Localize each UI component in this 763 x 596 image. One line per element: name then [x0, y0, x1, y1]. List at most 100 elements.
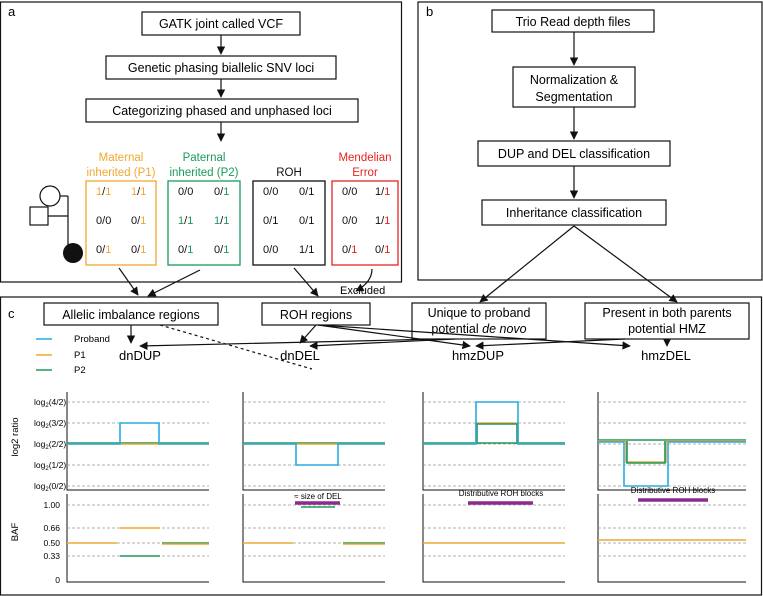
cnv-plots: ≈ size of DEL Distributive ROH blocks Dist… [66, 392, 746, 583]
arrow-b-to-unique [479, 225, 575, 303]
y-axis-bottom-label: BAF [10, 523, 21, 542]
panel-c-label: c [8, 306, 15, 321]
y-tick-top: log2(2/2) [34, 439, 66, 451]
step-gatk: GATK joint called VCF [159, 17, 283, 31]
panel-c: c Allelic imbalance regions ROH regions … [0, 296, 763, 596]
y-tick-bottom: 0 [55, 575, 60, 585]
annotation-del-size: ≈ size of DEL [294, 492, 342, 501]
arrow-b-to-hmz [573, 225, 678, 303]
genotype-cell: 0/1 [131, 244, 146, 256]
genotype-cell: 0/1 [342, 244, 357, 256]
genotype-cell: 1/1 [299, 244, 314, 256]
genotype-cell: 0/1 [299, 215, 314, 227]
legend-proband: Proband [74, 334, 110, 345]
step-phasing: Genetic phasing biallelic SNV loci [128, 61, 314, 75]
y-tick-top: log2(4/2) [34, 397, 66, 409]
genotype-box-2 [252, 180, 326, 266]
cat-hmz-l1: Present in both parents [602, 306, 731, 320]
legend: Proband P1 P2 [36, 334, 110, 376]
step-dupdel: DUP and DEL classification [498, 147, 650, 161]
genotype-box-0 [85, 180, 157, 266]
panel-b-frame [417, 1, 763, 281]
panel-a-label: a [8, 4, 16, 19]
cnv-plot-2: Distributive ROH blocks [422, 392, 565, 583]
annotation-roh-blocks: Distributive ROH blocks [631, 486, 715, 495]
panel-a-frame [0, 1, 403, 283]
genotype-cell: 0/0 [342, 215, 357, 227]
step-normalization-l2: Segmentation [535, 90, 612, 104]
pedigree-mother [39, 185, 61, 207]
genotype-box-3 [331, 180, 399, 266]
step-normalization-l1: Normalization & [530, 73, 619, 87]
genotype-cell: 1/1 [96, 186, 111, 198]
cat-unique-l2: potential de novo [431, 322, 526, 336]
genotype-cell: 1/1 [178, 215, 193, 227]
genotype-cell: 0/0 [263, 186, 278, 198]
cnv-title-hmzdup: hmzDUP [452, 348, 504, 363]
cat-hmz-l2: potential HMZ [628, 322, 706, 336]
cnv-title-dndel: dnDEL [280, 348, 320, 363]
y-tick-top: log2(1/2) [34, 460, 66, 472]
step-box-readdepth [491, 9, 655, 33]
genotype-cell: 1/1 [214, 215, 229, 227]
cat-unique-l1: Unique to proband [428, 306, 531, 320]
category-arrows [126, 324, 672, 370]
panel-b: b Trio Read depth files Normalization & … [417, 1, 763, 281]
cat-roh: ROH regions [280, 308, 352, 322]
pedigree-proband [63, 243, 83, 263]
genotype-cell: 1/1 [131, 186, 146, 198]
genotype-cell: 0/1 [214, 186, 229, 198]
y-tick-top: log2(3/2) [34, 418, 66, 430]
pedigree-father [29, 206, 49, 226]
genotype-group-title: Maternal [99, 152, 144, 164]
cat-box-hmz [584, 302, 750, 340]
annotation-roh-blocks: Distributive ROH blocks [459, 489, 543, 498]
genotype-box-1 [167, 180, 241, 266]
legend-p2: P2 [74, 365, 86, 376]
genotype-cell: 0/1 [375, 244, 390, 256]
step-box-categorizing [85, 98, 359, 123]
genotype-cell: 1/1 [375, 186, 390, 198]
y-axis-top-label: log2 ratio [10, 417, 21, 456]
y-tick-bottom: 1.00 [43, 500, 60, 510]
genotype-cell: 0/1 [131, 215, 146, 227]
step-readdepth: Trio Read depth files [516, 15, 631, 29]
panel-a: a GATK joint called VCF Genetic phasing … [0, 1, 403, 297]
step-box-inheritance [481, 199, 667, 226]
legend-p1: P1 [74, 350, 86, 361]
genotype-cell: 0/1 [178, 244, 193, 256]
panel-c-frame [0, 296, 763, 596]
genotype-cell: 1/1 [375, 215, 390, 227]
genotype-group-title: Error [352, 167, 378, 179]
genotype-cell: 0/1 [96, 244, 111, 256]
cat-allelic: Allelic imbalance regions [62, 308, 200, 322]
cnv-plot-3: Distributive ROH blocks [597, 392, 746, 583]
y-tick-labels: log2(4/2) log2(3/2) log2(2/2) log2(1/2) log2… [34, 397, 66, 585]
genotype-cell: 0/1 [214, 244, 229, 256]
genotype-cell: 0/0 [96, 215, 111, 227]
y-tick-bottom: 0.50 [43, 538, 60, 548]
panel-b-label: b [426, 4, 433, 19]
genotype-group-title: ROH [276, 167, 302, 179]
cnv-plot-0 [66, 392, 209, 583]
cnv-plot-1: ≈ size of DEL [242, 392, 385, 583]
genotype-cell: 0/1 [263, 215, 278, 227]
genotype-cell: 0/0 [263, 244, 278, 256]
genotype-cell: 0/0 [178, 186, 193, 198]
step-categorizing: Categorizing phased and unphased loci [112, 104, 332, 118]
y-tick-top: log2(0/2) [34, 481, 66, 493]
genotype-group-title: inherited (P2) [169, 167, 238, 179]
step-inheritance: Inheritance classification [506, 206, 642, 220]
cnv-title-dndup: dnDUP [119, 348, 161, 363]
genotype-cell: 0/1 [299, 186, 314, 198]
step-box-dupdel [477, 140, 671, 167]
genotype-cell: 0/0 [342, 186, 357, 198]
y-tick-bottom: 0.33 [43, 551, 60, 561]
y-tick-bottom: 0.66 [43, 523, 60, 533]
pedigree [29, 185, 83, 263]
cnv-title-hmzdel: hmzDEL [641, 348, 691, 363]
genotype-group-title: Mendelian [338, 152, 391, 164]
genotype-group-title: Paternal [183, 152, 226, 164]
